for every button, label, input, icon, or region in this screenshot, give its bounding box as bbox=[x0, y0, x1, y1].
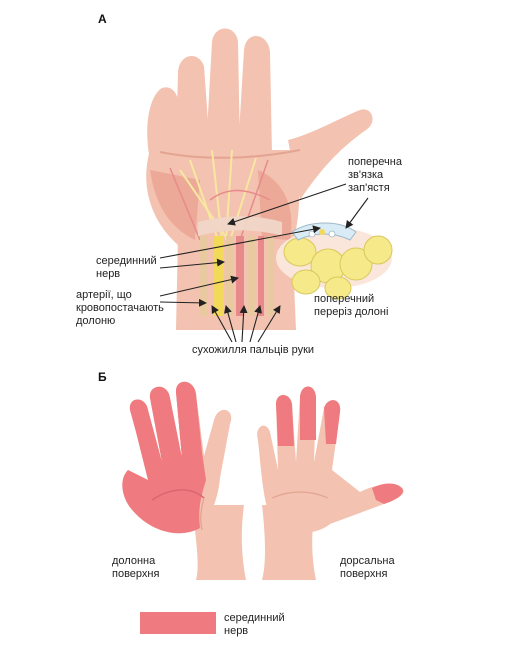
legend-label-line1: серединний bbox=[224, 612, 285, 624]
palmar-surface-label-line1: долонна bbox=[112, 555, 156, 567]
cross-section-label-line2: переріз долоні bbox=[314, 306, 389, 318]
cross-section-illustration bbox=[276, 222, 393, 300]
dorsal-hand-illustration bbox=[257, 386, 404, 580]
dorsal-surface-label: дорсальна поверхня bbox=[340, 555, 395, 581]
arteries-label-line2: кровопостачають bbox=[76, 302, 164, 314]
legend-swatch bbox=[140, 612, 216, 634]
tendons-label: сухожилля пальців руки bbox=[192, 344, 315, 356]
arteries-label-line1: артерії, що bbox=[76, 289, 132, 301]
ligament-label-line3: зап'ястя bbox=[348, 182, 390, 194]
dorsal-surface-label-line1: дорсальна bbox=[340, 555, 395, 567]
legend-label-line2: нерв bbox=[224, 625, 249, 637]
arteries-label: артерії, що кровопостачають долоню bbox=[76, 289, 164, 328]
leader-lines bbox=[159, 183, 369, 343]
ligament-label: поперечна зв'язка зап'ястя bbox=[348, 156, 402, 195]
dorsal-surface-label-line2: поверхня bbox=[340, 568, 388, 580]
panel-b-letter: Б bbox=[98, 370, 107, 384]
palm-illustration bbox=[146, 28, 373, 330]
ligament-label-line1: поперечна bbox=[348, 156, 402, 168]
ligament-label-line2: зв'язка bbox=[348, 169, 384, 181]
palmar-surface-label: долонна поверхня bbox=[112, 555, 159, 581]
median-nerve-label-line2: нерв bbox=[96, 268, 121, 280]
palmar-surface-label-line2: поверхня bbox=[112, 568, 160, 580]
cross-section-label: поперечний переріз долоні bbox=[314, 293, 388, 319]
palmar-hand-illustration bbox=[122, 381, 246, 580]
arteries-label-line3: долоню bbox=[76, 315, 116, 327]
cross-section-label-line1: поперечний bbox=[314, 293, 375, 305]
median-nerve-label: серединний нерв bbox=[96, 255, 157, 281]
median-nerve-label-line1: серединний bbox=[96, 255, 157, 267]
legend-label: серединний нерв bbox=[224, 612, 285, 638]
panel-a-letter: А bbox=[98, 12, 107, 26]
